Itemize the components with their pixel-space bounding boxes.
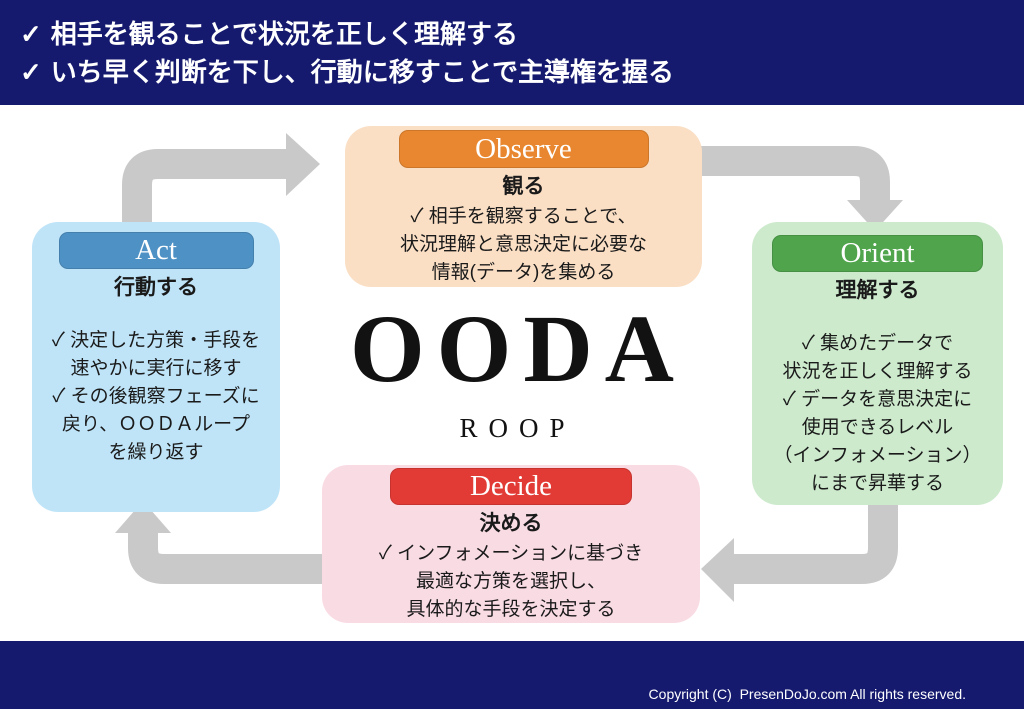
arrow-orient-to-decide	[734, 500, 898, 584]
orient-line: ✓ 集めたデータで	[801, 333, 954, 354]
orient-line: （インフォメーション）	[773, 445, 982, 466]
act-box: Act 行動する ✓ 決定した方策・手段を 速やかに実行に移す ✓ その後観察フ…	[32, 222, 280, 512]
arrowhead-decide-to-act	[115, 501, 171, 533]
decide-subtitle: 決める	[479, 512, 543, 535]
arrowhead-observe-to-orient	[847, 200, 903, 231]
observe-line: ✓ 相手を観察することで、	[410, 206, 637, 227]
check-icon: ✓	[20, 19, 42, 49]
arrowhead-act-to-observe	[286, 133, 320, 196]
header-bullet-2: ✓ いち早く判断を下し、行動に移すことで主導権を握る	[20, 53, 1024, 91]
decide-box: Decide 決める ✓ インフォメーションに基づき 最適な方策を選択し、 具体…	[322, 465, 700, 623]
diagram-canvas: Observe 観る ✓ 相手を観察することで、 状況理解と意思決定に必要な 情…	[0, 105, 1024, 641]
decide-line: ✓ インフォメーションに基づき	[378, 543, 644, 564]
ooda-title: OODA	[350, 295, 686, 402]
arrow-act-to-observe	[122, 149, 286, 255]
check-icon: ✓	[20, 57, 42, 87]
header-bullet-1-text: 相手を観ることで状況を正しく理解する	[50, 19, 519, 49]
orient-line: ✓ データを意思決定に	[782, 389, 973, 410]
orient-subtitle: 理解する	[835, 279, 920, 302]
footer-band: Copyright (C) PresenDoJo.com All rights …	[0, 641, 1024, 709]
arrowhead-orient-to-decide	[701, 538, 734, 602]
decide-line: 最適な方策を選択し、	[415, 571, 606, 592]
orient-line: 状況を正しく理解する	[782, 361, 973, 382]
act-line: 速やかに実行に移す	[70, 358, 242, 379]
orient-body: ✓ 集めたデータで 状況を正しく理解する ✓ データを意思決定に 使用できるレベ…	[752, 330, 1003, 498]
decide-body: ✓ インフォメーションに基づき 最適な方策を選択し、 具体的な手段を決定する	[322, 540, 700, 624]
arrow-decide-to-act	[128, 533, 324, 584]
observe-line: 情報(データ)を集める	[431, 262, 616, 283]
observe-box: Observe 観る ✓ 相手を観察することで、 状況理解と意思決定に必要な 情…	[345, 126, 702, 287]
decide-line: 具体的な手段を決定する	[406, 599, 616, 620]
ooda-subtitle: ROOP	[459, 413, 576, 443]
observe-subtitle: 観る	[502, 175, 545, 198]
observe-line: 状況理解と意思決定に必要な	[399, 234, 647, 255]
act-line: を繰り返す	[108, 442, 204, 463]
orient-line: にまで昇華する	[810, 473, 944, 494]
act-line: ✓ その後観察フェーズに	[52, 386, 260, 407]
act-title-pill: Act	[58, 232, 254, 269]
decide-title-pill: Decide	[390, 468, 632, 505]
orient-title-pill: Orient	[772, 235, 983, 272]
header-banner: ✓ 相手を観ることで状況を正しく理解する ✓ いち早く判断を下し、行動に移すことで主…	[0, 0, 1024, 105]
orient-line: 使用できるレベル	[801, 417, 954, 438]
header-bullet-1: ✓ 相手を観ることで状況を正しく理解する	[20, 15, 1024, 53]
observe-title-pill: Observe	[398, 130, 649, 168]
loop-arrows	[115, 133, 903, 602]
act-line: ✓ 決定した方策・手段を	[51, 330, 261, 351]
act-body: ✓ 決定した方策・手段を 速やかに実行に移す ✓ その後観察フェーズに 戻り、Ｏ…	[32, 327, 280, 467]
orient-box: Orient 理解する ✓ 集めたデータで 状況を正しく理解する ✓ データを意…	[752, 222, 1003, 505]
observe-body: ✓ 相手を観察することで、 状況理解と意思決定に必要な 情報(データ)を集める	[345, 203, 702, 287]
center-label: OODA ROOP	[327, 301, 697, 442]
header-bullet-2-text: いち早く判断を下し、行動に移すことで主導権を握る	[50, 57, 675, 87]
arrow-observe-to-orient	[698, 146, 890, 201]
act-subtitle: 行動する	[114, 276, 198, 299]
copyright-text: Copyright (C) PresenDoJo.com All rights …	[648, 686, 966, 702]
act-line: 戻り、ＯＯＤＡループ	[61, 414, 251, 435]
